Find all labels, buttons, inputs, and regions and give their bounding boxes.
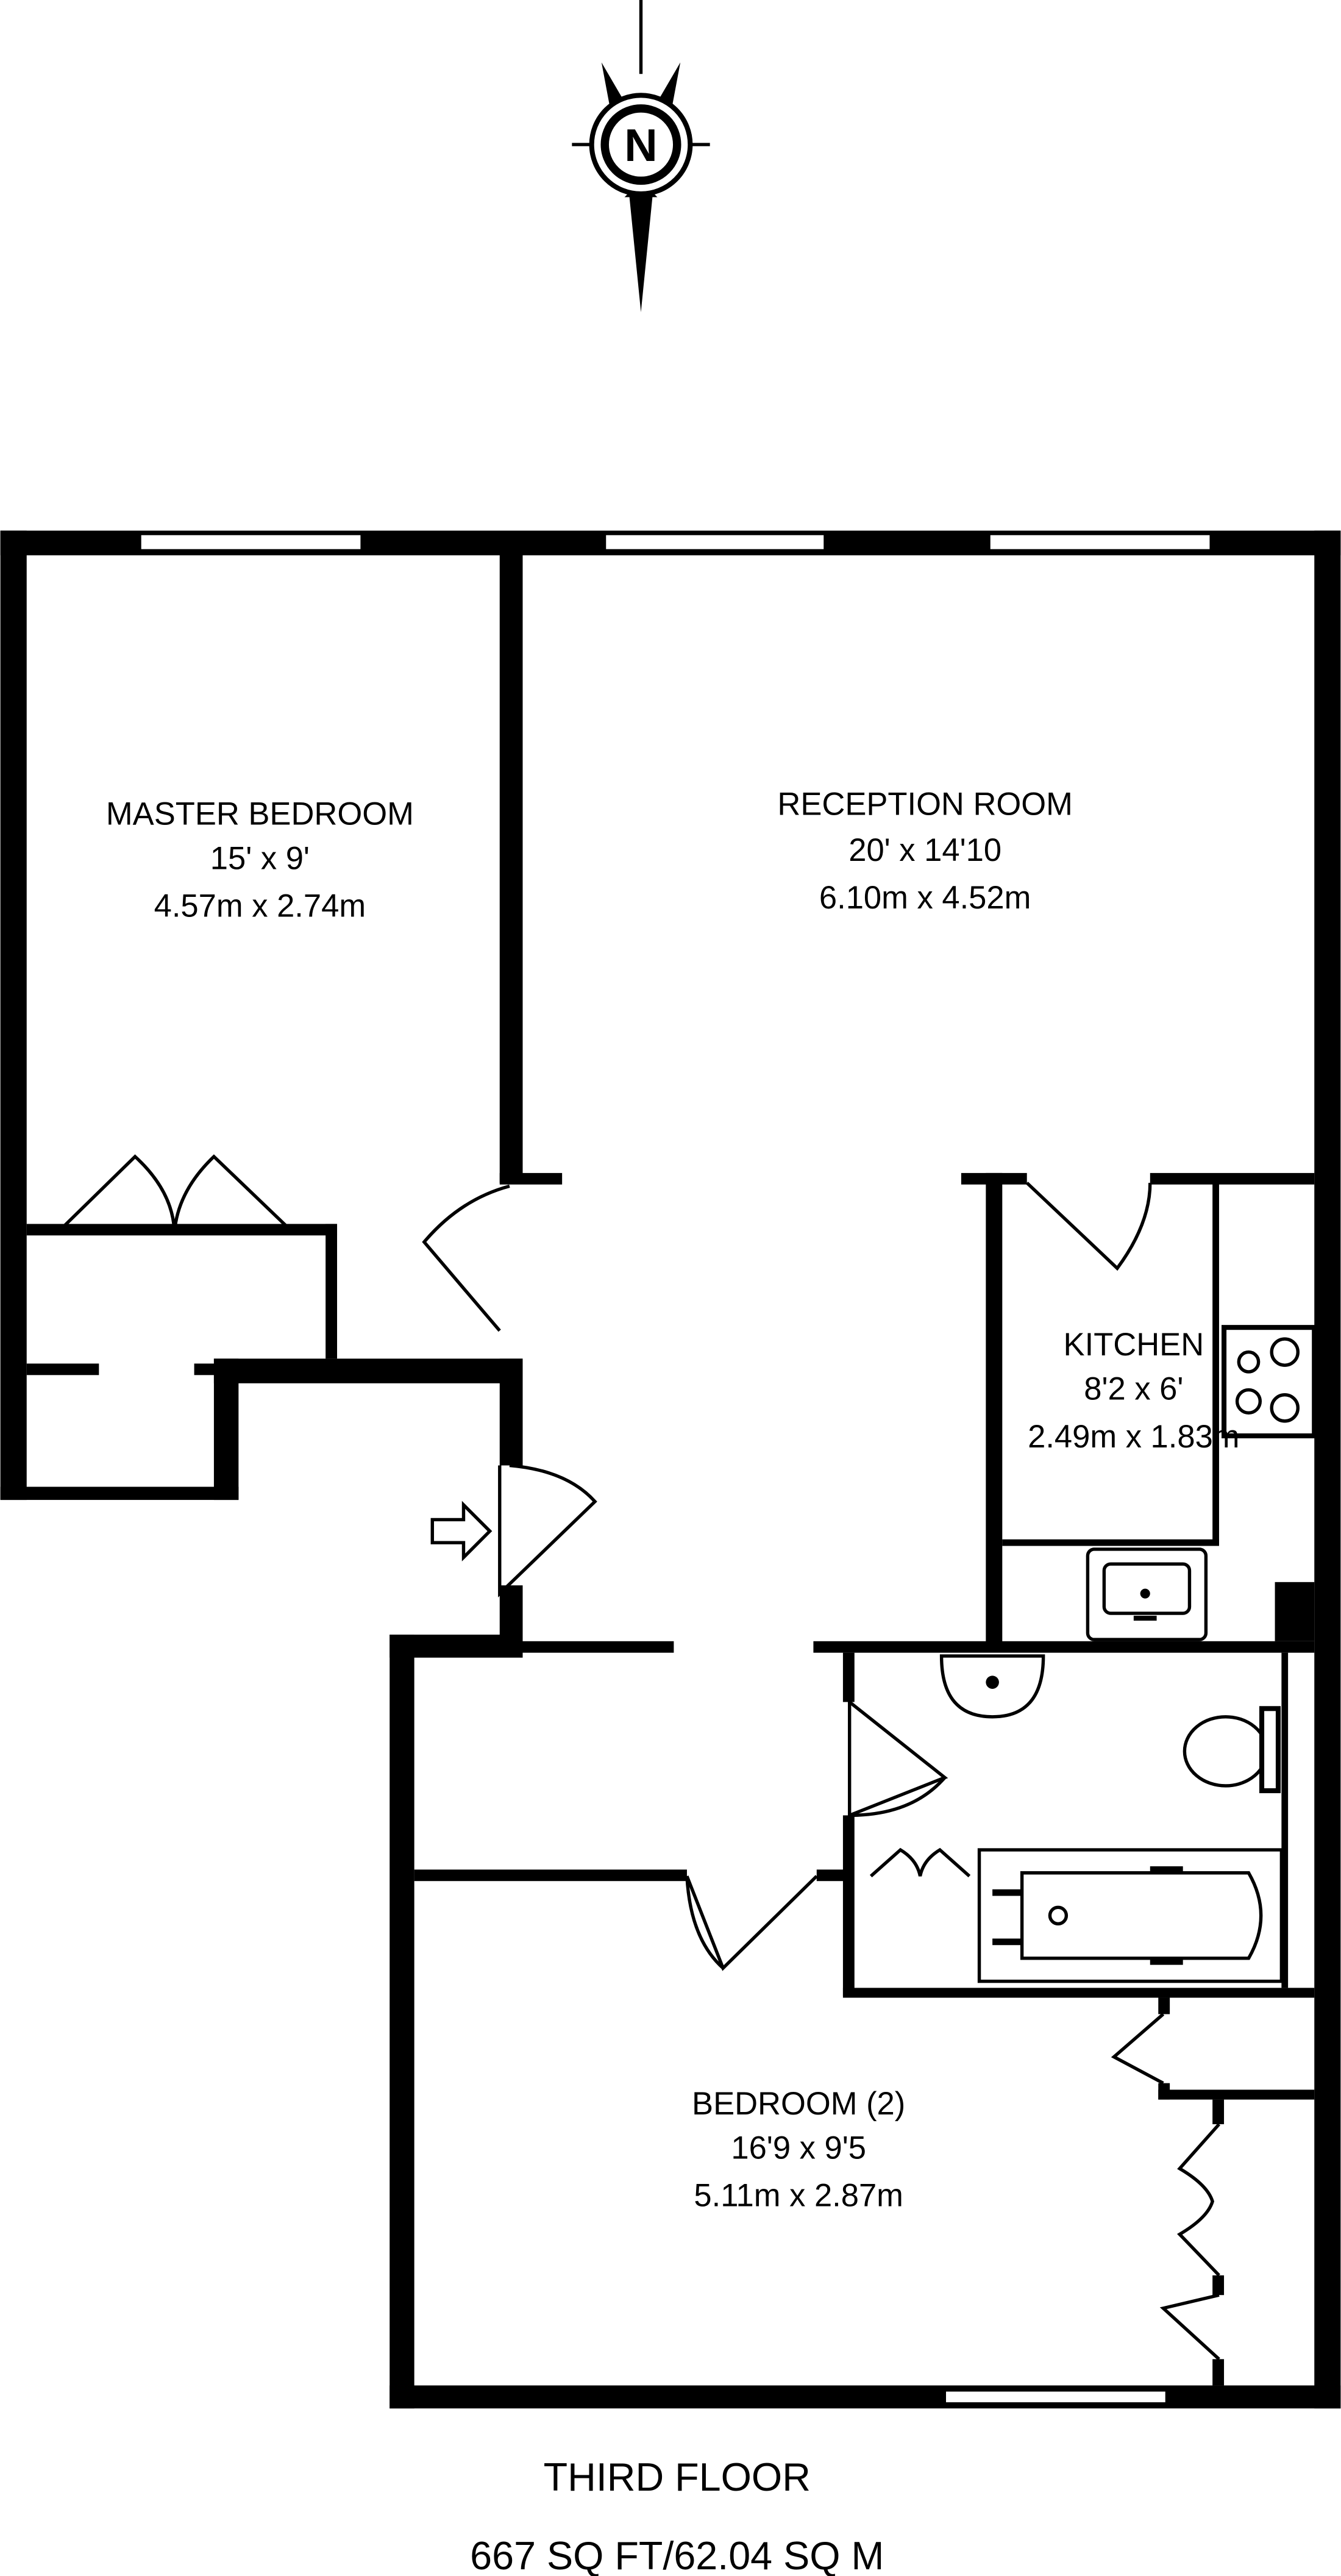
entrance-arrow-icon (430, 1500, 493, 1561)
kitchen-sink-icon (1086, 1547, 1208, 1641)
room-size-metric: 2.49m x 1.83m (1028, 1419, 1239, 1455)
floor-name: THIRD FLOOR (544, 2455, 811, 2499)
room-size-imperial: 16'9 x 9'5 (731, 2130, 866, 2166)
room-size-metric: 4.57m x 2.74m (154, 888, 366, 924)
toilet-icon (1183, 1706, 1281, 1794)
room-size-imperial: 8'2 x 6' (1084, 1371, 1183, 1407)
room-size-metric: 5.11m x 2.87m (694, 2178, 903, 2214)
room-size-imperial: 20' x 14'10 (848, 832, 1001, 868)
room-size-metric: 6.10m x 4.52m (819, 880, 1031, 916)
room-name: KITCHEN (1064, 1327, 1204, 1363)
room-size-imperial: 15' x 9' (210, 840, 310, 876)
room-name: MASTER BEDROOM (106, 796, 414, 832)
room-label-kitchen: KITCHEN 8'2 x 6' 2.49m x 1.83m (1028, 1327, 1239, 1455)
windows (138, 532, 1212, 2405)
hob-icon (1222, 1325, 1317, 1439)
room-name: RECEPTION ROOM (777, 786, 1072, 822)
room-label-master-bedroom: MASTER BEDROOM 15' x 9' 4.57m x 2.74m (106, 796, 414, 924)
doors (57, 1154, 1220, 2361)
room-label-bedroom-2: BEDROOM (2) 16'9 x 9'5 5.11m x 2.87m (692, 2086, 905, 2214)
basin-icon (939, 1654, 1045, 1719)
floor-area: 667 SQ FT/62.04 SQ M (470, 2533, 884, 2576)
bath-icon (977, 1848, 1284, 1983)
room-label-reception-room: RECEPTION ROOM 20' x 14'10 6.10m x 4.52m (777, 786, 1072, 916)
room-name: BEDROOM (2) (692, 2086, 905, 2122)
north-compass-icon: N (572, 0, 710, 312)
compass-label: N (624, 120, 657, 171)
